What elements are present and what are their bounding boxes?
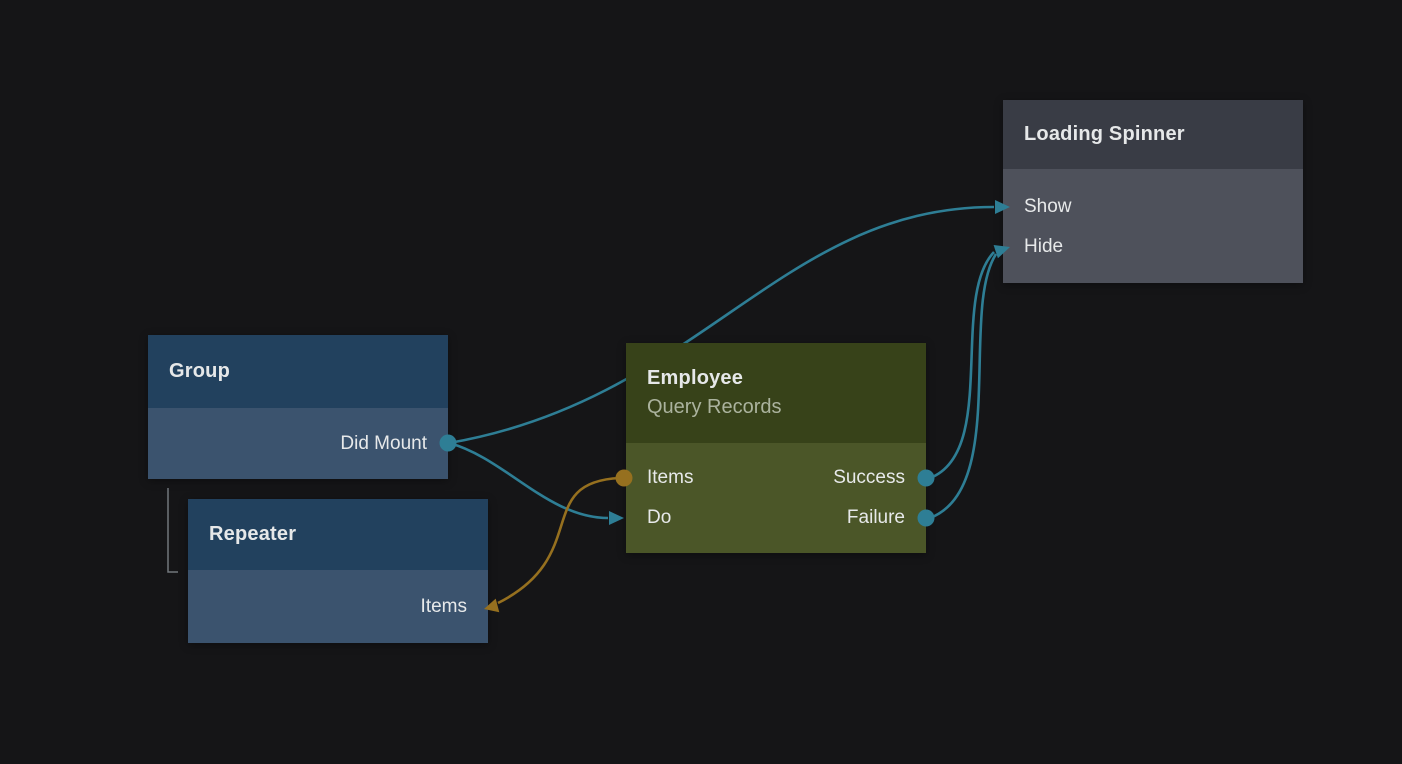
node-loading-spinner[interactable]: Loading Spinner Show Hide [1003,100,1303,283]
edge-success-to-hide[interactable] [929,251,995,480]
node-repeater[interactable]: Repeater Items [188,499,488,643]
port-repeater-items[interactable]: Items [188,570,488,643]
node-loading-spinner-title: Loading Spinner [1024,123,1185,145]
port-group-did-mount-label: Did Mount [340,432,427,454]
node-loading-spinner-body: Show Hide [1003,169,1303,283]
node-group-body: Did Mount [148,408,448,479]
port-repeater-items-label: Items [420,595,467,617]
port-employee-success[interactable]: Success [833,467,905,488]
node-group-header[interactable]: Group [148,335,448,408]
port-employee-items[interactable]: Items [647,467,694,488]
node-employee-title: Employee [647,367,744,389]
node-employee-subtitle: Query Records [647,396,782,418]
node-employee-body: Items Success Do Failure [626,443,926,553]
node-repeater-title: Repeater [209,523,297,545]
node-group[interactable]: Group Did Mount [148,335,448,479]
node-repeater-body: Items [188,570,488,643]
node-repeater-header[interactable]: Repeater [188,499,488,570]
edge-items-to-repeater-items[interactable] [497,476,621,605]
port-employee-failure[interactable]: Failure [846,507,905,528]
edge-didmount-to-show[interactable] [448,205,995,445]
port-spinner-show[interactable]: Show [1003,187,1303,227]
node-group-title: Group [169,360,230,382]
node-employee[interactable]: Employee Query Records Items Success Do … [626,343,926,553]
port-spinner-show-label: Show [1024,196,1072,217]
node-loading-spinner-header[interactable]: Loading Spinner [1003,100,1303,169]
hierarchy-connector-group-repeater [167,488,178,573]
port-spinner-hide[interactable]: Hide [1003,227,1303,267]
edge-failure-to-hide[interactable] [929,253,998,520]
port-group-did-mount[interactable]: Did Mount [148,408,448,479]
node-employee-header[interactable]: Employee Query Records [626,343,926,443]
edge-didmount-to-do[interactable] [448,441,609,520]
port-spinner-hide-label: Hide [1024,236,1064,257]
port-employee-do[interactable]: Do [647,507,672,528]
